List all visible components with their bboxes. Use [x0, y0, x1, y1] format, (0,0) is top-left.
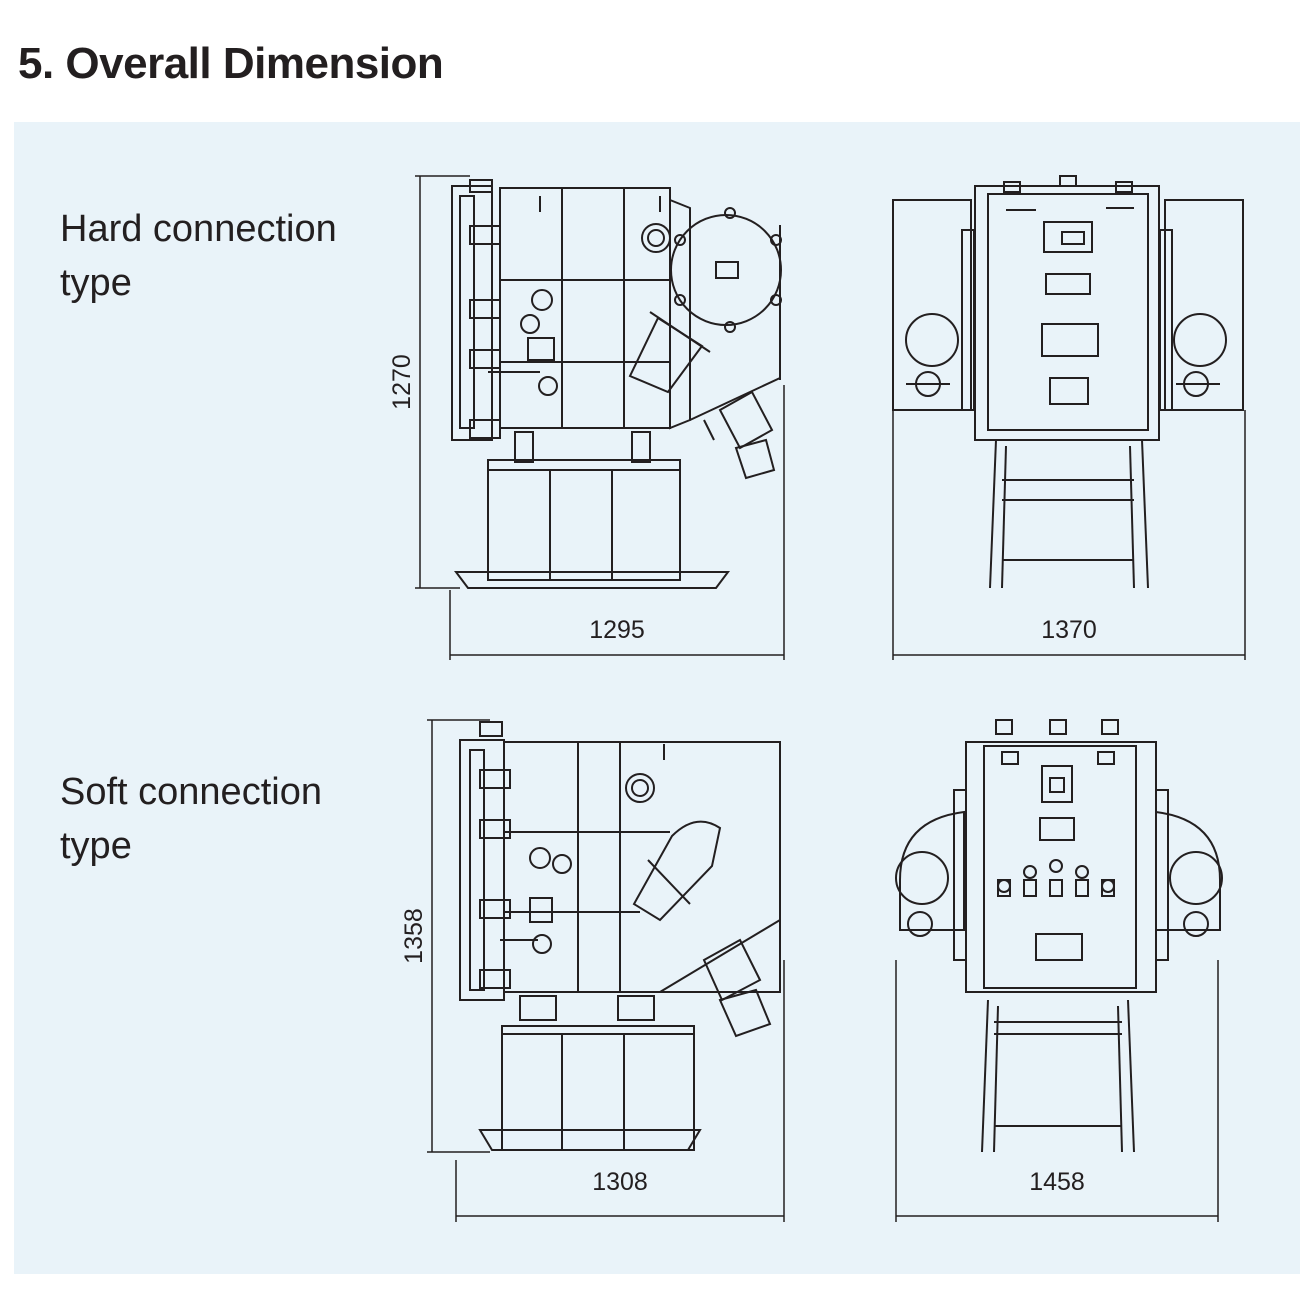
hard-height-dimension	[415, 175, 470, 589]
hard-height-value: 1270	[388, 354, 416, 410]
row1-label-line1: Hard connection	[60, 208, 337, 250]
page-title: 5. Overall Dimension	[18, 39, 444, 88]
hard-side-width-dimension	[449, 385, 785, 660]
drawing-panel	[14, 122, 1300, 1274]
soft-front-width-dimension	[895, 960, 1219, 1222]
hard-front-view	[892, 175, 1246, 660]
soft-height-dimension	[427, 719, 490, 1153]
row2-label-line1: Soft connection	[60, 771, 322, 813]
row1-label-line2: type	[60, 262, 132, 304]
hard-front-width-dimension	[892, 410, 1246, 660]
soft-height-value: 1358	[400, 908, 428, 964]
hard-front-width-value: 1370	[1041, 616, 1097, 644]
soft-front-width-value: 1458	[1029, 1168, 1085, 1196]
row2-label-line2: type	[60, 825, 132, 867]
soft-side-view	[427, 719, 785, 1222]
row1-label: Hard connection type	[60, 202, 360, 310]
soft-front-view	[895, 719, 1223, 1222]
row2-label: Soft connection type	[60, 765, 360, 873]
hard-side-width-value: 1295	[589, 616, 645, 644]
hard-side-view	[415, 175, 785, 660]
soft-side-width-dimension	[455, 960, 785, 1222]
soft-side-width-value: 1308	[592, 1168, 648, 1196]
